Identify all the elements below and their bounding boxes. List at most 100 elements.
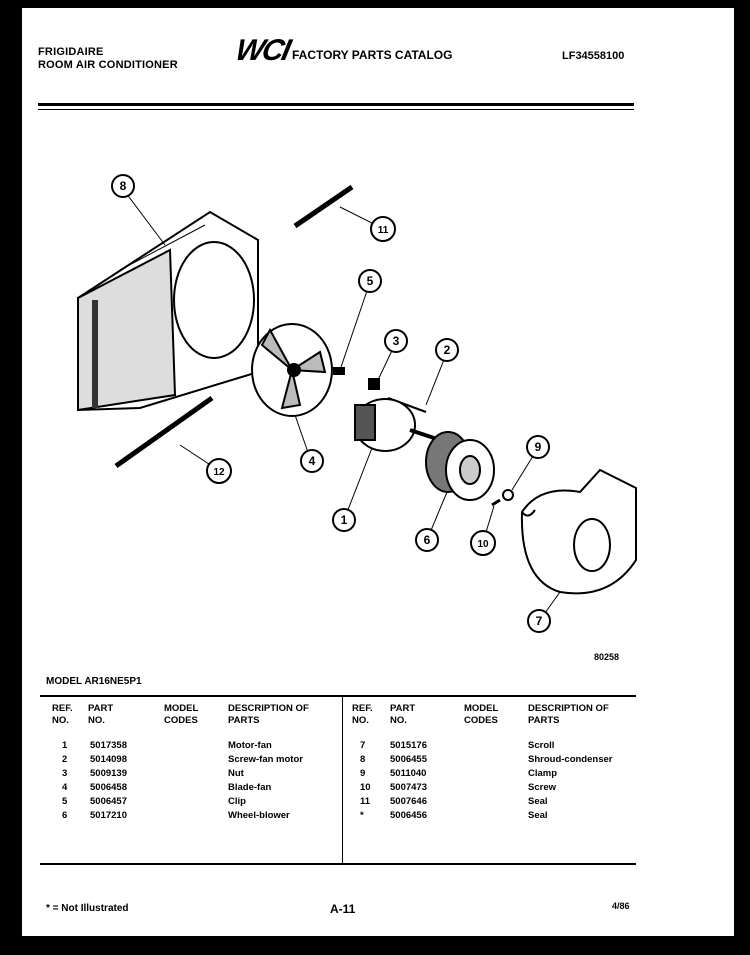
- table-cell-ref: *: [360, 810, 364, 821]
- header-brand-block: FRIGIDAIRE ROOM AIR CONDITIONER: [38, 46, 178, 72]
- table-cell-desc: Screw-fan motor: [228, 754, 303, 765]
- table-cell-part: 5015176: [390, 740, 427, 751]
- left-desc-column: Motor-fan Screw-fan motor Nut Blade-fan …: [228, 739, 303, 823]
- parts-table: [40, 695, 636, 865]
- catalog-page: [22, 8, 734, 936]
- callout-8: 8: [111, 174, 135, 198]
- table-cell-ref: 5: [62, 796, 68, 807]
- table-cell-desc: Motor-fan: [228, 740, 272, 751]
- callout-4-label: 4: [309, 454, 316, 468]
- callout-7-label: 7: [536, 614, 543, 628]
- brand-name: FRIGIDAIRE: [38, 46, 104, 58]
- table-cell-part: 5007646: [390, 796, 427, 807]
- callout-12-label: 12: [213, 467, 225, 478]
- header-desc-left: DESCRIPTION OF PARTS: [228, 703, 309, 726]
- clamp-drawing: [502, 489, 514, 501]
- callout-8-label: 8: [120, 179, 127, 193]
- right-ref-column: 7 8 9 10 11 *: [360, 739, 371, 823]
- clip-drawing: [333, 367, 345, 375]
- right-desc-column: Scroll Shroud-condenser Clamp Screw Seal…: [528, 739, 612, 823]
- table-cell-ref: 7: [360, 740, 366, 751]
- table-cell-part: 5017210: [90, 810, 127, 821]
- table-cell-ref: 9: [360, 768, 366, 779]
- callout-10-label: 10: [477, 539, 489, 550]
- header-ref-right: REF. NO.: [352, 703, 373, 726]
- callout-2: 2: [435, 338, 459, 362]
- nut-drawing: [368, 378, 380, 390]
- revision-date: 4/86: [612, 901, 630, 911]
- blower-wheel-drawing: [425, 431, 495, 501]
- table-cell-part: 5006458: [90, 782, 127, 793]
- shroud-condenser-drawing: [77, 210, 259, 412]
- callout-4: 4: [300, 449, 324, 473]
- callout-5-label: 5: [367, 274, 374, 288]
- table-cell-ref: 8: [360, 754, 366, 765]
- scroll-drawing: [520, 468, 637, 595]
- header-ref-left: REF. NO.: [52, 703, 73, 726]
- header-codes-right: MODEL CODES: [464, 703, 499, 726]
- callout-9-label: 9: [535, 440, 542, 454]
- table-cell-part: 5006457: [90, 796, 127, 807]
- right-part-column: 5015176 5006455 5011040 5007473 5007646 …: [390, 739, 427, 823]
- callout-7: 7: [527, 609, 551, 633]
- table-cell-part: 5006455: [390, 754, 427, 765]
- left-part-column: 5017358 5014098 5009139 5006458 5006457 …: [90, 739, 127, 823]
- callout-1-label: 1: [341, 513, 348, 527]
- callout-1: 1: [332, 508, 356, 532]
- table-cell-part: 5014098: [90, 754, 127, 765]
- table-cell-ref: 6: [62, 810, 68, 821]
- callout-3-label: 3: [393, 334, 400, 348]
- table-cell-desc: Blade-fan: [228, 782, 272, 793]
- callout-5: 5: [358, 269, 382, 293]
- callout-6-label: 6: [424, 533, 431, 547]
- product-name: ROOM AIR CONDITIONER: [38, 59, 178, 71]
- table-cell-ref: 4: [62, 782, 68, 793]
- table-cell-part: 5007473: [390, 782, 427, 793]
- header-part-right: PART NO.: [390, 703, 416, 726]
- left-ref-column: 1 2 3 4 5 6: [62, 739, 67, 823]
- table-cell-desc: Clamp: [528, 768, 558, 779]
- callout-3: 3: [384, 329, 408, 353]
- table-cell-desc: Scroll: [528, 740, 555, 751]
- table-cell-ref: 11: [360, 796, 371, 807]
- table-cell-part: 5009139: [90, 768, 127, 779]
- callout-12: 12: [206, 458, 232, 484]
- callout-2-label: 2: [444, 343, 451, 357]
- table-divider: [342, 695, 343, 863]
- header-rule: [38, 103, 634, 106]
- callout-6: 6: [415, 528, 439, 552]
- fan-motor-drawing: [354, 398, 441, 452]
- table-cell-part: 5011040: [390, 768, 427, 779]
- seal-strip-top: [293, 184, 354, 229]
- document-number: LF34558100: [562, 50, 625, 62]
- fan-blade-drawing: [251, 323, 333, 417]
- callout-11-label: 11: [378, 225, 389, 236]
- callout-10: 10: [470, 530, 496, 556]
- page-number: A-11: [330, 902, 356, 916]
- table-cell-desc: Wheel-blower: [228, 810, 290, 821]
- header-part-left: PART NO.: [88, 703, 114, 726]
- seal-strip-bottom: [114, 395, 214, 469]
- screw-drawing: [491, 498, 501, 507]
- table-cell-part: 5017358: [90, 740, 127, 751]
- callout-11: 11: [370, 216, 396, 242]
- table-cell-ref: 3: [62, 768, 68, 779]
- table-cell-desc: Clip: [228, 796, 246, 807]
- table-cell-ref: 2: [62, 754, 68, 765]
- table-cell-desc: Screw: [528, 782, 556, 793]
- table-cell-part: 5006456: [390, 810, 427, 821]
- table-cell-desc: Seal: [528, 796, 548, 807]
- figure-code: 80258: [594, 652, 620, 662]
- header-rule-thin: [38, 109, 634, 110]
- table-cell-desc: Seal: [528, 810, 548, 821]
- catalog-title: FACTORY PARTS CATALOG: [292, 48, 453, 62]
- header-codes-left: MODEL CODES: [164, 703, 199, 726]
- model-line: MODEL AR16NE5P1: [46, 676, 142, 687]
- footnote: * = Not Illustrated: [46, 903, 129, 914]
- exploded-parts-diagram: 1 2 3 4 5 6 7 8 9 10 11 12: [77, 174, 637, 633]
- header-desc-right: DESCRIPTION OF PARTS: [528, 703, 609, 726]
- callout-9: 9: [526, 435, 550, 459]
- table-cell-ref: 1: [62, 740, 68, 751]
- table-cell-desc: Nut: [228, 768, 244, 779]
- table-cell-desc: Shroud-condenser: [528, 754, 613, 765]
